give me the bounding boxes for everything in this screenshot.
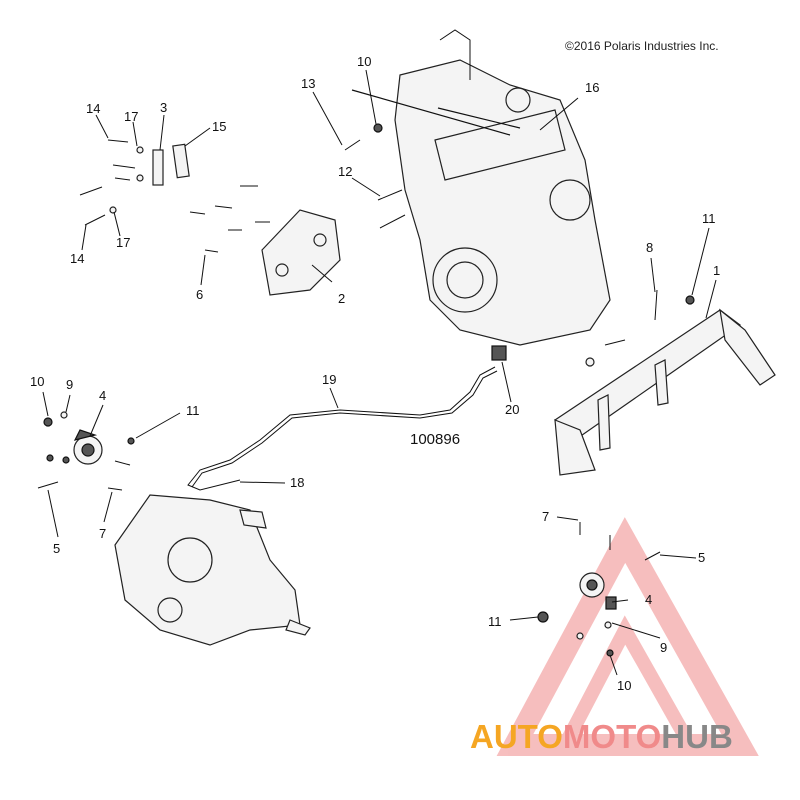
- callout-17-top: 17: [124, 109, 138, 124]
- plate-3: [152, 149, 164, 186]
- leader-lines: [42, 69, 717, 676]
- right-mount-4: [537, 522, 661, 657]
- watermark-text: AUTOMOTOHUB: [470, 718, 733, 755]
- callout-9-right: 9: [660, 640, 667, 655]
- callout-19: 19: [322, 372, 336, 387]
- callout-11-right: 11: [488, 614, 502, 629]
- callout-7-left: 7: [99, 526, 106, 541]
- bolt-set-upper-left: [79, 139, 270, 253]
- callout-5-left: 5: [53, 541, 60, 556]
- callout-10-right: 10: [617, 678, 631, 693]
- nut-10: [373, 123, 383, 133]
- callout-20: 20: [505, 402, 519, 417]
- callout-3: 3: [160, 100, 167, 115]
- cable-19: [187, 366, 496, 491]
- watermark-logo: [496, 517, 759, 756]
- callout-11-top: 11: [702, 211, 716, 226]
- watermark-auto: AUTO: [470, 718, 563, 755]
- callout-9-left: 9: [66, 377, 73, 392]
- callout-14-top: 14: [86, 101, 100, 116]
- left-mount-4: [37, 411, 135, 491]
- callout-4-right: 4: [645, 592, 652, 607]
- callout-10-left: 10: [30, 374, 44, 389]
- nut-11: [685, 295, 695, 305]
- transmission-assembly: [114, 494, 311, 646]
- watermark-moto: MOTO: [563, 718, 661, 755]
- bolt-13: [344, 139, 361, 151]
- callout-8: 8: [646, 240, 653, 255]
- sensor-20: [491, 345, 507, 361]
- bolt-frame: [604, 339, 626, 346]
- engine-mount-frame: [554, 308, 776, 476]
- callout-7-right: 7: [542, 509, 549, 524]
- callout-18: 18: [290, 475, 304, 490]
- callout-16: 16: [585, 80, 599, 95]
- callout-11-left: 11: [186, 403, 200, 418]
- diagram-id: 100896: [410, 431, 460, 448]
- mount-bracket: [261, 209, 341, 296]
- callout-14-bottom: 14: [70, 251, 84, 266]
- callout-15: 15: [212, 119, 226, 134]
- engine-assembly: [351, 29, 611, 346]
- watermark-hub: HUB: [661, 718, 733, 755]
- callout-labels: 1 2 3 4 4 5 5 6 7 7 8 9 9 10 10 10 11 11…: [30, 54, 720, 693]
- callout-1: 1: [713, 263, 720, 278]
- copyright-text: ©2016 Polaris Industries Inc.: [565, 39, 719, 53]
- nut-frame: [585, 357, 595, 367]
- callout-5-right: 5: [698, 550, 705, 565]
- plate-15: [172, 143, 190, 179]
- callout-10-top: 10: [357, 54, 371, 69]
- stud-12b: [379, 214, 406, 229]
- callout-6: 6: [196, 287, 203, 302]
- callout-12: 12: [338, 164, 352, 179]
- callout-13: 13: [301, 76, 315, 91]
- callout-4-left: 4: [99, 388, 106, 403]
- callout-17-bottom: 17: [116, 235, 130, 250]
- bolt-8: [654, 289, 658, 321]
- callout-2: 2: [338, 291, 345, 306]
- stud-12a: [377, 189, 403, 201]
